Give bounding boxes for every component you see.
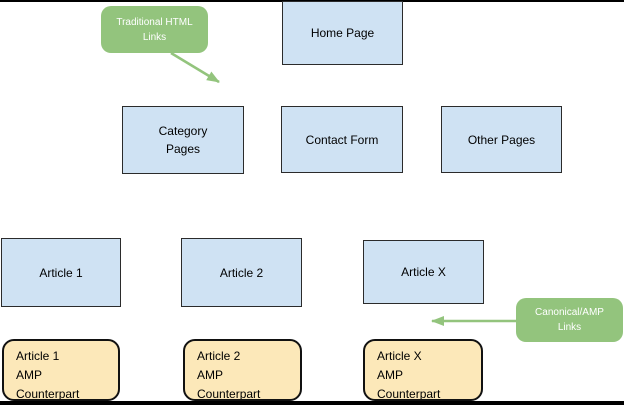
node-label: Counterpart <box>16 387 80 401</box>
canonical-amp-links-callout: Canonical/AMP Links <box>516 298 623 342</box>
traditional-links-arrow <box>170 51 220 84</box>
callout-line: Links <box>557 322 582 333</box>
bottom-edge-bar <box>0 401 624 405</box>
traditional-html-links-callout: Traditional HTML Links <box>101 6 208 53</box>
article-1-node: Article 1 <box>1 238 121 307</box>
node-label: Article X <box>377 349 422 363</box>
node-label: Article 1 <box>16 349 60 363</box>
category-pages-node: Category Pages <box>122 106 244 174</box>
node-label: AMP <box>197 368 224 382</box>
node-label: Counterpart <box>197 387 261 401</box>
node-label: Article X <box>401 265 446 279</box>
node-label: AMP <box>377 368 404 382</box>
node-label: Article 2 <box>197 349 241 363</box>
node-label: Home Page <box>310 26 375 40</box>
node-label: Article 2 <box>219 265 264 280</box>
node-label: Contact Form <box>305 132 379 147</box>
node-label: Pages <box>165 142 201 156</box>
node-label: AMP <box>16 368 43 382</box>
article-x-node: Article X <box>363 240 484 304</box>
node-label: Counterpart <box>377 387 441 401</box>
callout-line: Canonical/AMP <box>535 307 604 318</box>
node-label: Other Pages <box>467 132 536 147</box>
article-1-amp-counterpart-node: Article 1 AMP Counterpart <box>2 339 120 401</box>
article-x-amp-counterpart-node: Article X AMP Counterpart <box>363 339 483 401</box>
article-2-amp-counterpart-node: Article 2 AMP Counterpart <box>183 339 302 401</box>
other-pages-node: Other Pages <box>441 106 562 173</box>
callout-line: Traditional HTML <box>116 16 193 28</box>
node-label: Article 1 <box>39 265 83 280</box>
callout-line: Links <box>142 31 167 43</box>
contact-form-node: Contact Form <box>281 106 403 173</box>
node-label: Category <box>158 124 208 138</box>
article-2-node: Article 2 <box>181 238 302 307</box>
home-page-node: Home Page <box>282 1 403 65</box>
